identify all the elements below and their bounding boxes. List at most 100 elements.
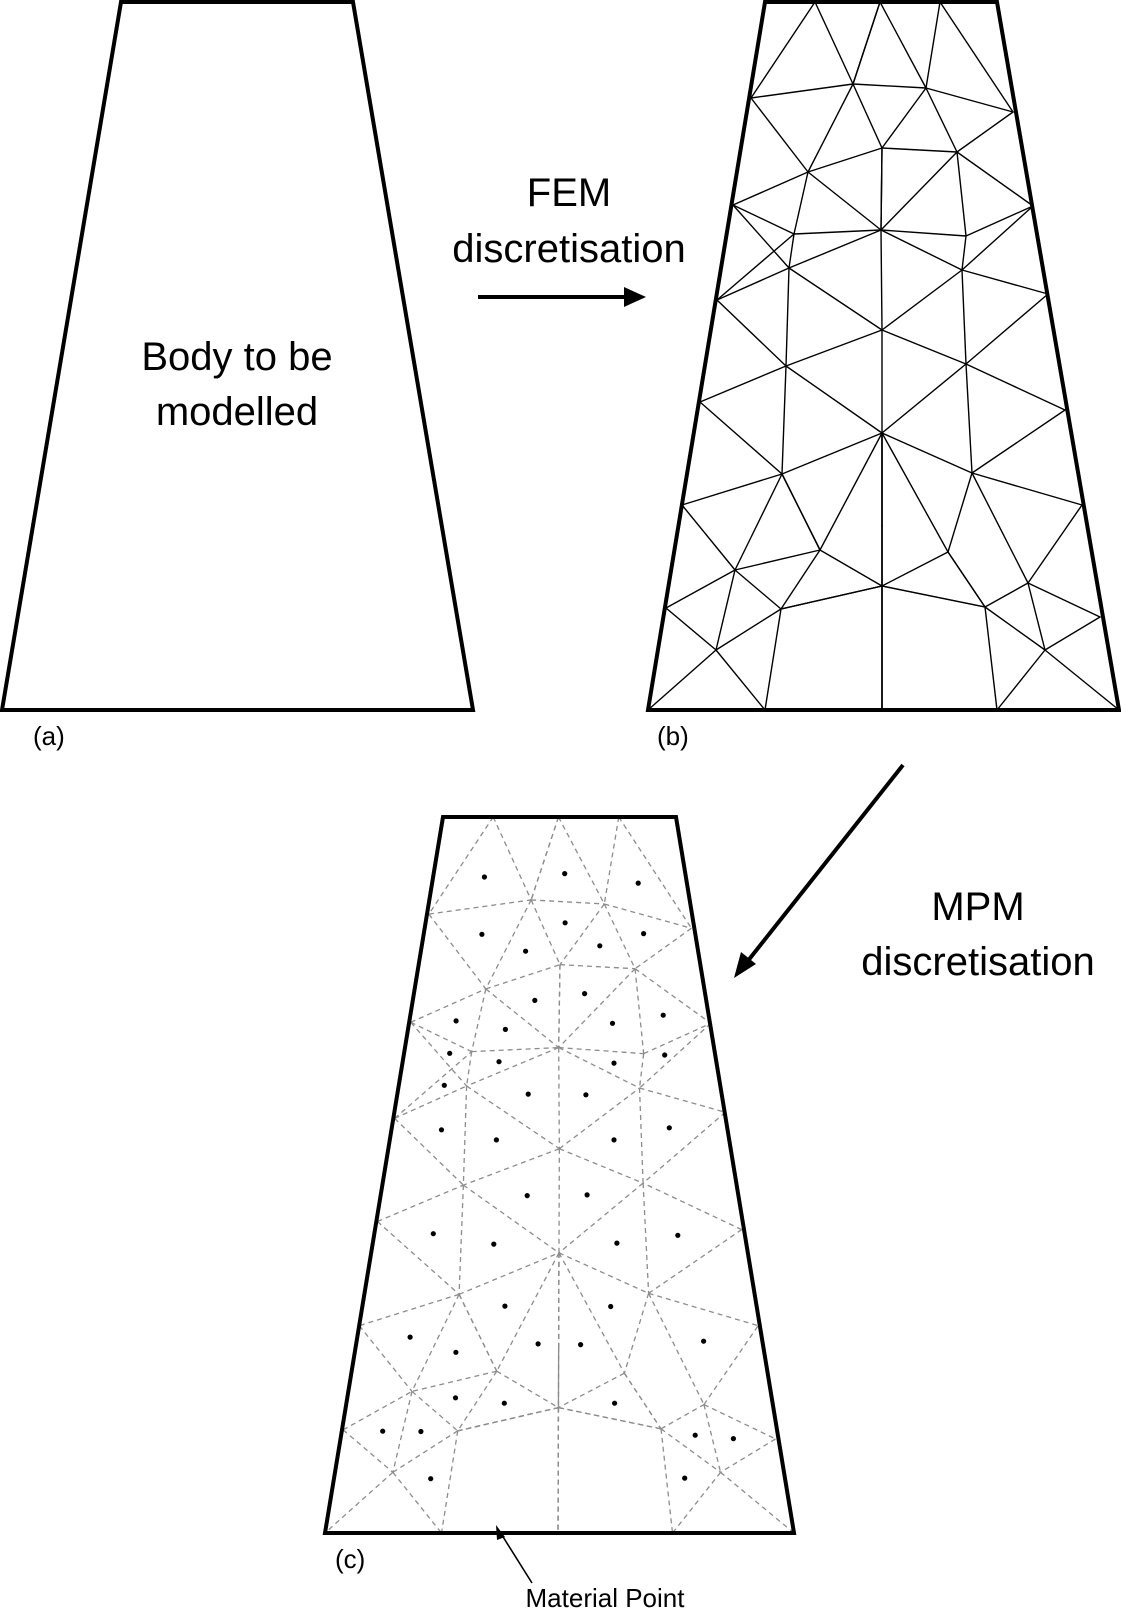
mesh-edge: [881, 363, 967, 434]
material-points: [380, 871, 737, 1482]
mpm-arrow: MPM discretisation: [734, 763, 1095, 984]
grid-line: [559, 964, 636, 970]
grid-line: [485, 899, 532, 990]
grid-line: [558, 1252, 625, 1374]
material-point: [452, 1395, 459, 1401]
material-point: [582, 991, 588, 997]
grid-line: [377, 1221, 460, 1295]
grid-line: [559, 1148, 644, 1184]
material-point: [430, 1231, 436, 1237]
fem-label-line1: FEM: [527, 171, 611, 215]
mesh-edge: [971, 472, 1083, 506]
grid-line: [471, 988, 487, 1052]
grid-line: [359, 1293, 460, 1327]
material-point: [502, 1026, 508, 1032]
mesh-edge: [880, 229, 963, 271]
material-point: [453, 1349, 459, 1355]
material-point: [447, 1050, 453, 1056]
grid-line: [648, 1292, 759, 1327]
grid-line: [471, 1046, 559, 1053]
grid-line: [411, 1370, 497, 1393]
material-point: [438, 1127, 445, 1133]
mesh-edge: [716, 233, 795, 301]
grid-line: [634, 927, 692, 970]
grid-line: [558, 1252, 649, 1294]
material-point: [584, 1192, 590, 1198]
grid-line: [342, 1429, 394, 1473]
material-point: [730, 1436, 737, 1442]
material-point: [660, 1012, 666, 1018]
mesh-edge: [881, 269, 963, 331]
mesh-edge: [681, 504, 736, 571]
grid-line: [411, 1390, 459, 1432]
grid-line: [392, 1391, 413, 1473]
material-point: [491, 1241, 497, 1247]
mesh-edge: [764, 608, 782, 711]
mesh-edge: [925, 87, 958, 153]
grid-line: [531, 899, 605, 905]
mesh-edge: [925, 87, 1014, 113]
grid-line: [642, 1182, 742, 1231]
material-point: [493, 1137, 499, 1143]
grid-line: [559, 903, 605, 966]
grid-line: [603, 903, 636, 969]
grid-line: [720, 1471, 795, 1534]
mesh-edge: [734, 569, 782, 610]
grid-line: [623, 1372, 662, 1430]
mesh-edge: [956, 151, 1034, 207]
mesh-edge: [996, 649, 1046, 711]
grid-line: [672, 1471, 722, 1534]
mesh-edge: [881, 432, 949, 553]
material-point: [441, 1082, 447, 1088]
mesh-edge: [807, 171, 882, 231]
mesh-edge: [852, 83, 883, 149]
material-point: [502, 1303, 508, 1309]
material-point: [453, 1018, 459, 1024]
mesh-edge: [965, 363, 973, 474]
panel-a-label: (a): [33, 721, 65, 751]
mesh-edge: [881, 585, 986, 608]
grid-line: [485, 964, 561, 990]
grid-line: [428, 913, 487, 990]
material-point: [428, 1476, 434, 1482]
mesh-edge: [879, 1, 927, 89]
fem-arrow: FEM discretisation: [452, 171, 686, 307]
fem-arrow-head: [624, 287, 646, 307]
grid-line: [485, 988, 560, 1049]
grid-line: [440, 1430, 459, 1534]
mesh-edge: [750, 83, 854, 99]
material-point: [532, 997, 538, 1004]
grid-line: [496, 1370, 559, 1409]
grid-line: [462, 1085, 468, 1186]
mesh-edge: [750, 1, 816, 99]
grid-line: [660, 1403, 705, 1430]
grid-line: [530, 816, 560, 901]
mpm-label-line1: MPM: [931, 885, 1024, 929]
grid-line: [457, 1406, 559, 1432]
grid-line: [457, 1406, 559, 1432]
grid-line: [324, 1471, 394, 1534]
material-point-pointer-head: [496, 1525, 505, 1540]
mesh-edge: [781, 473, 821, 551]
material-point: [635, 880, 641, 886]
mesh-edge: [947, 472, 973, 553]
mesh-edge: [852, 83, 927, 89]
grid-line: [642, 1111, 726, 1184]
mesh-edge: [785, 329, 883, 367]
mesh-edge: [965, 293, 1049, 365]
panel-b-label: (b): [657, 721, 689, 751]
mesh-edge: [1044, 649, 1120, 711]
mesh-edge: [965, 363, 1066, 411]
panel-c-label: (c): [335, 1544, 365, 1574]
grid-line: [604, 903, 692, 929]
mesh-edge: [939, 1, 1014, 113]
mesh-edge: [788, 267, 883, 331]
mesh-edge: [788, 229, 882, 269]
grid-line: [392, 1471, 443, 1534]
material-point: [380, 1428, 386, 1434]
grid-line: [557, 816, 605, 905]
grid-line: [634, 968, 645, 1054]
mesh-edge: [1027, 582, 1046, 651]
material-point: [524, 1193, 530, 1199]
mesh-edge: [947, 551, 986, 608]
